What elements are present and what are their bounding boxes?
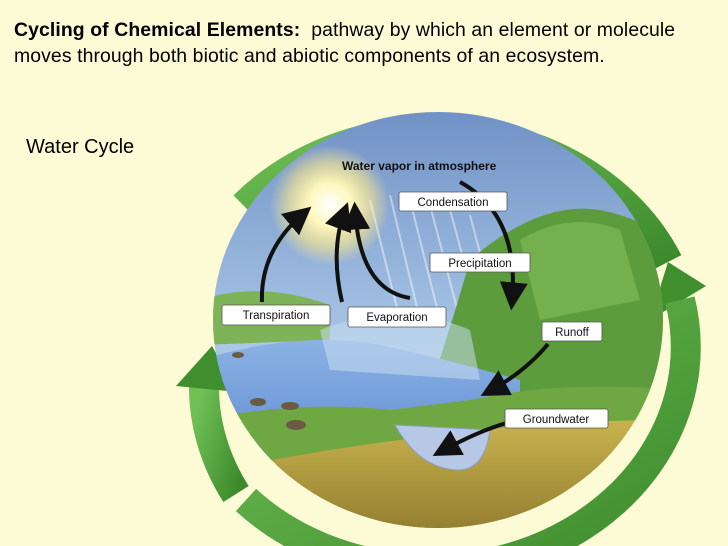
evaporation-arrow-2 — [325, 202, 352, 303]
svg-text:Transpiration: Transpiration — [243, 310, 310, 322]
diagram-labels: Water vapor in atmosphere Condensation P… — [221, 159, 609, 429]
label-precipitation: Precipitation — [429, 252, 531, 273]
svg-text:Runoff: Runoff — [555, 327, 589, 339]
evaporation-arrow-1 — [342, 201, 411, 300]
intro-paragraph: Cycling of Chemical Elements: pathway by… — [14, 17, 719, 69]
label-condensation: Condensation — [398, 191, 508, 212]
animals-icon — [232, 352, 306, 430]
groundwater-arrow — [432, 420, 511, 457]
term-definition: pathway by which an element or molecule … — [14, 19, 676, 67]
term-heading: Cycling of Chemical Elements: — [14, 19, 301, 41]
label-atmosphere: Water vapor in atmosphere — [342, 159, 497, 173]
label-transpiration: Transpiration — [221, 304, 331, 326]
transpiration-arrow — [259, 206, 312, 303]
svg-text:Condensation: Condensation — [418, 197, 489, 209]
ring-arrowhead-right — [650, 262, 706, 320]
runoff-arrow — [480, 342, 550, 396]
diagram-title: Water Cycle — [26, 136, 135, 158]
svg-text:Groundwater: Groundwater — [523, 414, 590, 426]
precipitation-arrow — [459, 180, 528, 311]
label-runoff: Runoff — [541, 321, 603, 342]
ring-arrowhead-left — [176, 346, 238, 392]
svg-text:Precipitation: Precipitation — [448, 258, 511, 270]
svg-text:Evaporation: Evaporation — [366, 312, 427, 324]
label-groundwater: Groundwater — [504, 408, 609, 429]
label-evaporation: Evaporation — [347, 306, 447, 328]
flow-arrows — [259, 180, 550, 457]
